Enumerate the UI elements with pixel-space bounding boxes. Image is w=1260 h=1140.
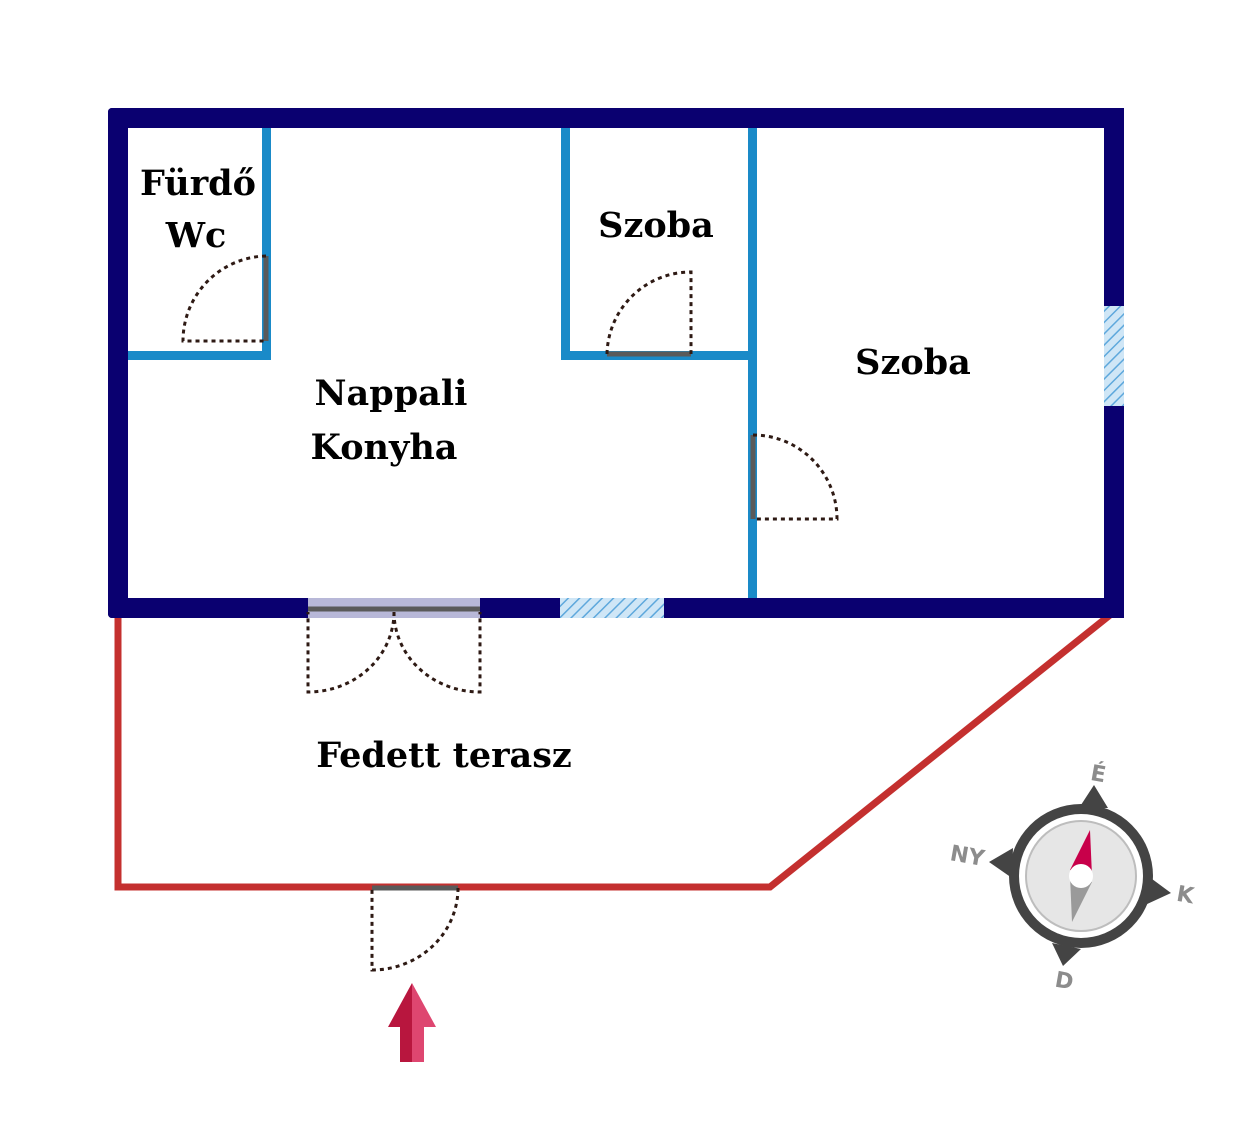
living-label-line1: Nappali <box>315 373 468 414</box>
small-room-wall-left <box>561 128 570 360</box>
partition-wall <box>748 128 757 598</box>
outer-wall-top <box>108 108 1124 128</box>
terrace-double-door <box>306 611 482 694</box>
compass-tip-south <box>1052 943 1081 966</box>
window-right <box>1104 306 1124 406</box>
entry-arrow-icon <box>388 983 436 1062</box>
bath-label-line1: Fürdő <box>140 163 256 204</box>
compass-label-west: NY <box>948 841 987 872</box>
bath-wall-right <box>262 128 271 360</box>
living-label-line2: Konyha <box>311 427 458 468</box>
entrance-door <box>370 885 460 972</box>
window-bottom <box>560 598 664 618</box>
outer-walls <box>108 108 1124 618</box>
compass-tip-west <box>989 848 1013 878</box>
bath-label-line2: Wc <box>165 215 227 256</box>
compass-label-south: D <box>1053 968 1075 996</box>
small-room-label: Szoba <box>598 205 714 246</box>
bath-wall-bottom <box>128 351 271 360</box>
compass-label-east: K <box>1175 882 1197 910</box>
compass-label-north: É <box>1089 760 1108 788</box>
outer-wall-left <box>108 108 128 618</box>
compass-tip-north <box>1079 785 1108 808</box>
small-room-door <box>605 270 693 357</box>
compass-needle-north <box>1070 830 1092 876</box>
compass-rose: É K D NY <box>948 760 1197 995</box>
bath-door <box>181 254 269 343</box>
big-room-door <box>750 433 839 521</box>
big-room-label: Szoba <box>855 342 971 383</box>
terrace-label: Fedett terasz <box>316 735 572 776</box>
compass-needle-south <box>1070 876 1092 922</box>
